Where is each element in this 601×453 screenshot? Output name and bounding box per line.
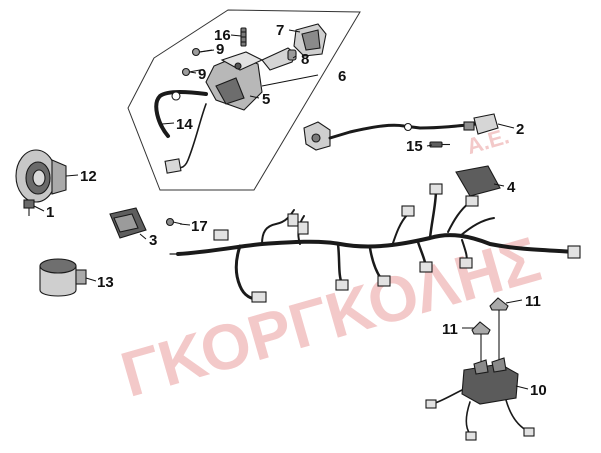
part-cap-lower[interactable] <box>471 321 491 362</box>
callout-2: 2 <box>516 121 524 138</box>
callout-9-upper: 9 <box>216 41 224 58</box>
part-key[interactable] <box>261 47 297 71</box>
leader-lines <box>33 29 529 390</box>
part-buzzer-13[interactable] <box>39 258 87 297</box>
callout-11-lower: 11 <box>442 321 458 338</box>
callout-13: 13 <box>97 274 114 291</box>
callout-12: 12 <box>80 168 97 185</box>
assembly-outline <box>127 9 361 191</box>
callout-17: 17 <box>191 218 208 235</box>
callout-7: 7 <box>276 22 284 39</box>
callout-10: 10 <box>530 382 547 399</box>
part-screw-17[interactable] <box>165 217 183 227</box>
callout-11-upper: 11 <box>525 293 541 310</box>
part-bolt-1[interactable] <box>23 199 35 216</box>
part-cable-2[interactable] <box>303 113 499 151</box>
callout-labels: 16 7 9 8 9 6 5 14 2 15 4 12 1 3 17 13 11… <box>46 22 547 399</box>
part-horn[interactable] <box>15 149 67 203</box>
callout-1: 1 <box>46 204 54 221</box>
part-ignition-cap[interactable] <box>293 23 327 57</box>
main-wiring-harness[interactable] <box>169 183 581 303</box>
callout-6: 6 <box>338 68 346 85</box>
callout-3: 3 <box>149 232 157 249</box>
callout-4: 4 <box>507 179 516 196</box>
callout-16: 16 <box>214 27 231 44</box>
part-switch-wiring[interactable] <box>154 90 208 174</box>
callout-5: 5 <box>262 91 270 108</box>
part-relay-3[interactable] <box>109 207 147 239</box>
callout-8: 8 <box>301 51 309 68</box>
callout-15: 15 <box>406 138 423 155</box>
part-ignition-switch[interactable] <box>205 51 264 111</box>
part-starter-relay[interactable] <box>425 357 535 441</box>
part-module-4[interactable] <box>455 165 501 197</box>
part-small-screw[interactable] <box>240 27 247 47</box>
callout-9-lower: 9 <box>198 66 206 83</box>
part-cap-upper[interactable] <box>489 297 509 364</box>
callout-14: 14 <box>176 116 193 133</box>
part-bolt-15[interactable] <box>429 141 450 148</box>
